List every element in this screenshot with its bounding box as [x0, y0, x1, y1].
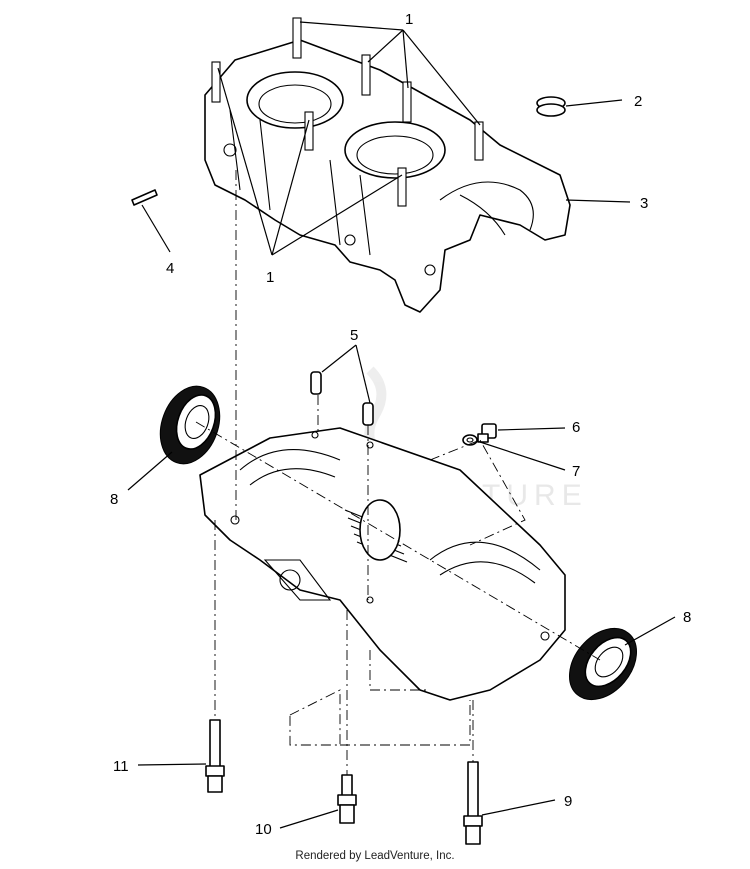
leader-lines — [127, 21, 676, 829]
bolt-part-10 — [337, 774, 357, 824]
callout-10: 10 — [255, 821, 272, 838]
callout-7: 7 — [572, 463, 580, 480]
dowel-pin-part-4 — [131, 189, 158, 206]
upper-crankcase — [204, 17, 571, 313]
drain-plug-part-6 — [477, 423, 497, 443]
callout-9: 9 — [564, 793, 572, 810]
bolt-part-9 — [463, 761, 483, 845]
callout-3: 3 — [640, 195, 648, 212]
callout-4: 4 — [166, 260, 174, 277]
plug-part-2 — [536, 96, 566, 117]
assembly-lines — [195, 170, 601, 775]
dowels-part-5 — [310, 371, 374, 426]
crank-gear — [344, 499, 408, 563]
oil-seal-part-8-right — [569, 627, 637, 701]
oil-seal-part-8-left — [159, 385, 221, 465]
callout-8-right: 8 — [683, 609, 691, 626]
callout-11: 11 — [113, 758, 129, 775]
callout-1-bottom: 1 — [266, 269, 274, 286]
washer-part-7 — [462, 434, 478, 446]
footer-credit: Rendered by LeadVenture, Inc. — [295, 850, 455, 862]
callout-5: 5 — [350, 327, 358, 344]
lower-crankcase — [199, 427, 566, 701]
callout-6: 6 — [572, 419, 580, 436]
bolt-part-11 — [205, 719, 225, 793]
callout-2: 2 — [634, 93, 642, 110]
callout-1-top: 1 — [405, 11, 413, 28]
callout-labels: 1 1 2 3 4 5 6 7 8 8 9 10 11 — [110, 11, 691, 838]
callout-8-left: 8 — [110, 491, 118, 508]
